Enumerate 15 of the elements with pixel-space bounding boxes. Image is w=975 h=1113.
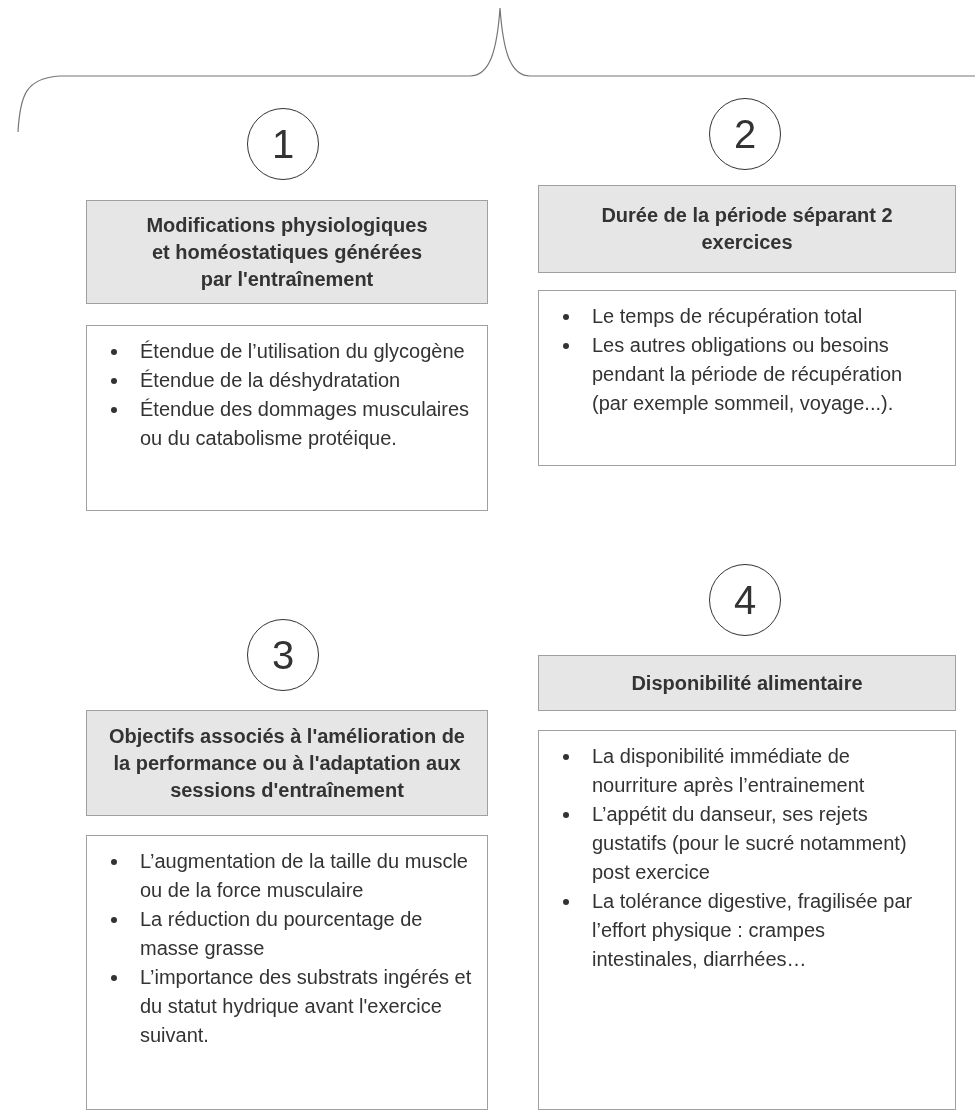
bullet-item: La réduction du pourcentage de masse grasse xyxy=(140,908,423,959)
bullet-item: Étendue de la déshydratation xyxy=(140,369,401,391)
bullet-item: Étendue de l’utilisation du glycogène xyxy=(140,340,465,362)
bullet-item: Le temps de récupération total xyxy=(592,305,863,327)
heading-box: Durée de la période séparant 2 exercices xyxy=(538,185,956,273)
bullet-item: La disponibilité immédiate de nourriture après l’entrainement xyxy=(592,745,865,796)
bullet-item: Les autres obligations ou besoins pendant la période de récupération (par exemple sommeil, voyage...). xyxy=(592,334,903,414)
bullet-item: Étendue des dommages musculaires ou du catabolisme protéique. xyxy=(140,398,470,449)
heading-box: Disponibilité alimentaire xyxy=(538,655,956,711)
bullet-item: La tolérance digestive, fragilisée par l’effort physique : crampes intestinales, diarrhées… xyxy=(592,890,913,970)
bullet-item: L’importance des substrats ingérés et du statut hydrique avant l'exercice suivant. xyxy=(140,966,472,1046)
heading-box: Objectifs associés à l'amélioration de la performance ou à l'adaptation aux sessions d'entraînement xyxy=(86,710,488,816)
heading-box: Modifications physiologiques et homéostatiques générées par l'entraînement xyxy=(86,200,488,304)
bullet-item: L’augmentation de la taille du muscle ou de la force musculaire xyxy=(140,850,468,901)
bullet-item: L’appétit du danseur, ses rejets gustatifs (pour le sucré notamment) post exercice xyxy=(592,803,907,883)
